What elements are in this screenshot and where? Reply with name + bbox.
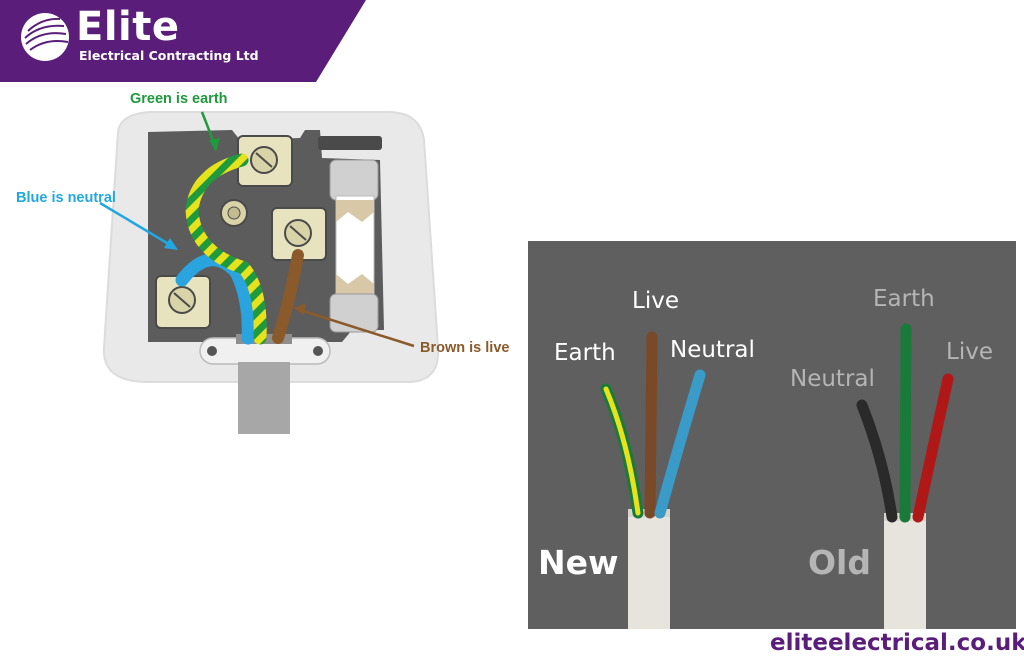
old-neutral-label: Neutral bbox=[790, 366, 875, 392]
neutral-terminal bbox=[155, 275, 211, 329]
brand-name: Elite bbox=[76, 4, 180, 50]
plug-live-wire bbox=[272, 249, 304, 344]
live-label: Brown is live bbox=[420, 340, 510, 356]
cable-sheath bbox=[238, 362, 290, 434]
neutral-pointer-arrow bbox=[99, 201, 173, 248]
brand-logo-icon bbox=[21, 13, 69, 61]
fuse bbox=[329, 159, 379, 333]
brand-banner bbox=[0, 0, 366, 82]
plug-earth-wire bbox=[185, 153, 267, 345]
cable-colour-panel: Live Earth Neutral New Earth Live Neutra… bbox=[528, 241, 1016, 629]
new-cable-sheath bbox=[628, 513, 670, 629]
new-neutral-label: Neutral bbox=[670, 337, 755, 363]
plug-diagram bbox=[99, 111, 440, 434]
old-earth-wire bbox=[899, 323, 912, 523]
old-earth-label: Earth bbox=[873, 286, 935, 312]
old-live-label: Live bbox=[946, 339, 993, 365]
new-live-wire bbox=[644, 331, 658, 519]
new-live-label: Live bbox=[632, 288, 679, 314]
old-neutral-wire bbox=[856, 399, 898, 523]
old-cable-sheath bbox=[884, 517, 926, 629]
old-cable-title: Old bbox=[808, 543, 871, 582]
earth-terminal bbox=[237, 135, 293, 187]
new-earth-label: Earth bbox=[554, 340, 616, 366]
cable-illustration bbox=[600, 323, 954, 629]
neutral-label: Blue is neutral bbox=[16, 190, 116, 206]
old-live-wire bbox=[912, 373, 954, 523]
live-terminal bbox=[271, 207, 327, 261]
live-pointer-arrow bbox=[299, 308, 415, 348]
brand-subtitle: Electrical Contracting Ltd bbox=[79, 48, 259, 63]
new-neutral-wire bbox=[654, 369, 706, 519]
new-cable-title: New bbox=[538, 543, 619, 582]
earth-label: Green is earth bbox=[130, 91, 228, 107]
footer-url: eliteelectrical.co.uk bbox=[770, 630, 1024, 656]
